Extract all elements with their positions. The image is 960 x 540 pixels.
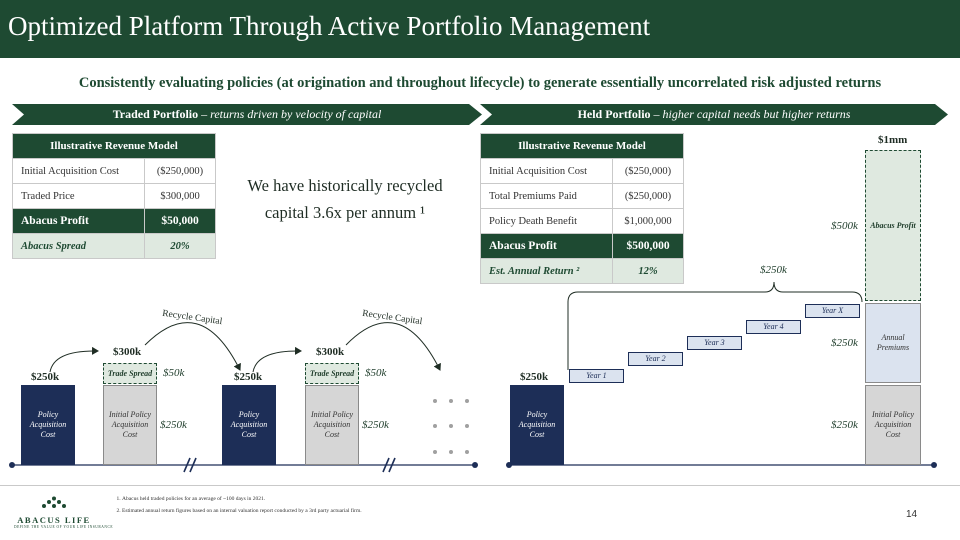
ellipsis-dots [433, 399, 469, 454]
cost-to-price-arrow-2 [252, 346, 302, 373]
logo-tagline: DEFINE THE VALUE OF YOUR LIFE INSURANCE [14, 525, 114, 529]
held-policy-acquisition-box: Policy Acquisition Cost [510, 385, 564, 465]
row-label: Est. Annual Return ² [480, 258, 613, 284]
initial-acquisition-box: Initial Policy Acquisition Cost [305, 385, 359, 465]
axis-break-1 [183, 457, 197, 473]
abacus-life-logo: ABACUS LIFE DEFINE THE VALUE OF YOUR LIF… [14, 496, 114, 529]
footnote-1: Abacus held traded policies for an avera… [122, 493, 362, 505]
year-4-bar: Year 4 [746, 320, 801, 334]
annual-premiums-value: $250k [831, 337, 858, 349]
held-revenue-table: Illustrative Revenue Model Initial Acqui… [480, 133, 684, 284]
row-value: $50,000 [144, 208, 216, 234]
recycle-note: We have historically recycled capital 3.… [247, 176, 443, 222]
initial-value: $250k [362, 419, 389, 431]
row-label: Abacus Profit [12, 208, 145, 234]
initial-value: $250k [160, 419, 187, 431]
recycle-arrow-1 [144, 322, 241, 371]
held-cost-label: $250k [520, 371, 549, 383]
year-2-bar: Year 2 [628, 352, 683, 366]
spread-value: $50k [163, 367, 185, 379]
held-initial-value: $250k [831, 419, 858, 431]
row-value: 12% [612, 258, 684, 284]
traded-revenue-table: Illustrative Revenue Model Initial Acqui… [12, 133, 216, 259]
held-banner-desc: – higher capital needs but higher return… [650, 107, 851, 121]
axis-break-2 [382, 457, 396, 473]
spread-value: $50k [365, 367, 387, 379]
timeline-start-dot [9, 462, 15, 468]
initial-acquisition-box: Initial Policy Acquisition Cost [103, 385, 157, 465]
year-3-bar: Year 3 [687, 336, 742, 350]
year-1-bar: Year 1 [569, 369, 624, 383]
cost-to-price-arrow-1 [49, 346, 99, 373]
row-value: $500,000 [612, 233, 684, 259]
year-x-bar: Year X [805, 304, 860, 318]
row-value: ($250,000) [612, 183, 684, 209]
footnotes: Abacus held traded policies for an avera… [110, 493, 362, 517]
premium-brace [567, 281, 863, 370]
profit-row: Abacus Profit$500,000 [480, 233, 684, 259]
table-title: Illustrative Revenue Model [480, 133, 684, 159]
cost-label: $250k [234, 371, 263, 383]
abacus-profit-value: $500k [831, 220, 858, 232]
held-initial-acquisition-box: Initial Policy Acquisition Cost [865, 385, 921, 465]
traded-banner-desc: – returns driven by velocity of capital [198, 107, 382, 121]
profit-row: Abacus Profit$50,000 [12, 208, 216, 234]
row-label: Abacus Profit [480, 233, 613, 259]
held-portfolio-banner: Held Portfolio – higher capital needs bu… [480, 104, 948, 125]
row-label: Initial Acquisition Cost [12, 158, 145, 184]
recycle-arrow-2 [345, 322, 441, 371]
timeline-end-dot [472, 462, 478, 468]
price-label: $300k [316, 346, 345, 358]
table-row: Total Premiums Paid($250,000) [480, 183, 684, 209]
premium-brace-label: $250k [760, 264, 787, 276]
table-row: Traded Price$300,000 [12, 183, 216, 209]
trade-spread-box: Trade Spread [305, 363, 359, 384]
footer-divider [0, 485, 960, 486]
abacus-profit-box: Abacus Profit [865, 150, 921, 301]
trade-spread-box: Trade Spread [103, 363, 157, 384]
page-number: 14 [906, 509, 918, 520]
policy-acquisition-box: Policy Acquisition Cost [21, 385, 75, 465]
table-row: Initial Acquisition Cost($250,000) [12, 158, 216, 184]
row-label: Abacus Spread [12, 233, 145, 259]
table-row: Policy Death Benefit$1,000,000 [480, 208, 684, 234]
subtitle: Consistently evaluating policies (at ori… [78, 75, 882, 91]
timeline-end-dot [931, 462, 937, 468]
row-value: $300,000 [144, 183, 216, 209]
death-benefit-label: $1mm [878, 134, 908, 146]
title-bar: Optimized Platform Through Active Portfo… [0, 0, 960, 58]
policy-acquisition-box: Policy Acquisition Cost [222, 385, 276, 465]
logo-text: ABACUS LIFE [17, 515, 91, 525]
traded-portfolio-banner: Traded Portfolio – returns driven by vel… [12, 104, 482, 125]
row-label: Traded Price [12, 183, 145, 209]
row-label: Policy Death Benefit [480, 208, 613, 234]
table-title: Illustrative Revenue Model [12, 133, 216, 159]
logo-mark-icon [42, 496, 66, 508]
annual-premiums-box: Annual Premiums [865, 303, 921, 383]
price-label: $300k [113, 346, 142, 358]
row-value: 20% [144, 233, 216, 259]
held-banner-title: Held Portfolio [577, 107, 651, 121]
row-label: Total Premiums Paid [480, 183, 613, 209]
cost-label: $250k [31, 371, 60, 383]
traded-banner-title: Traded Portfolio [112, 107, 199, 121]
footnote-2: Estimated annual return figures based on… [122, 505, 362, 517]
row-value: ($250,000) [612, 158, 684, 184]
page-title: Optimized Platform Through Active Portfo… [8, 11, 651, 41]
